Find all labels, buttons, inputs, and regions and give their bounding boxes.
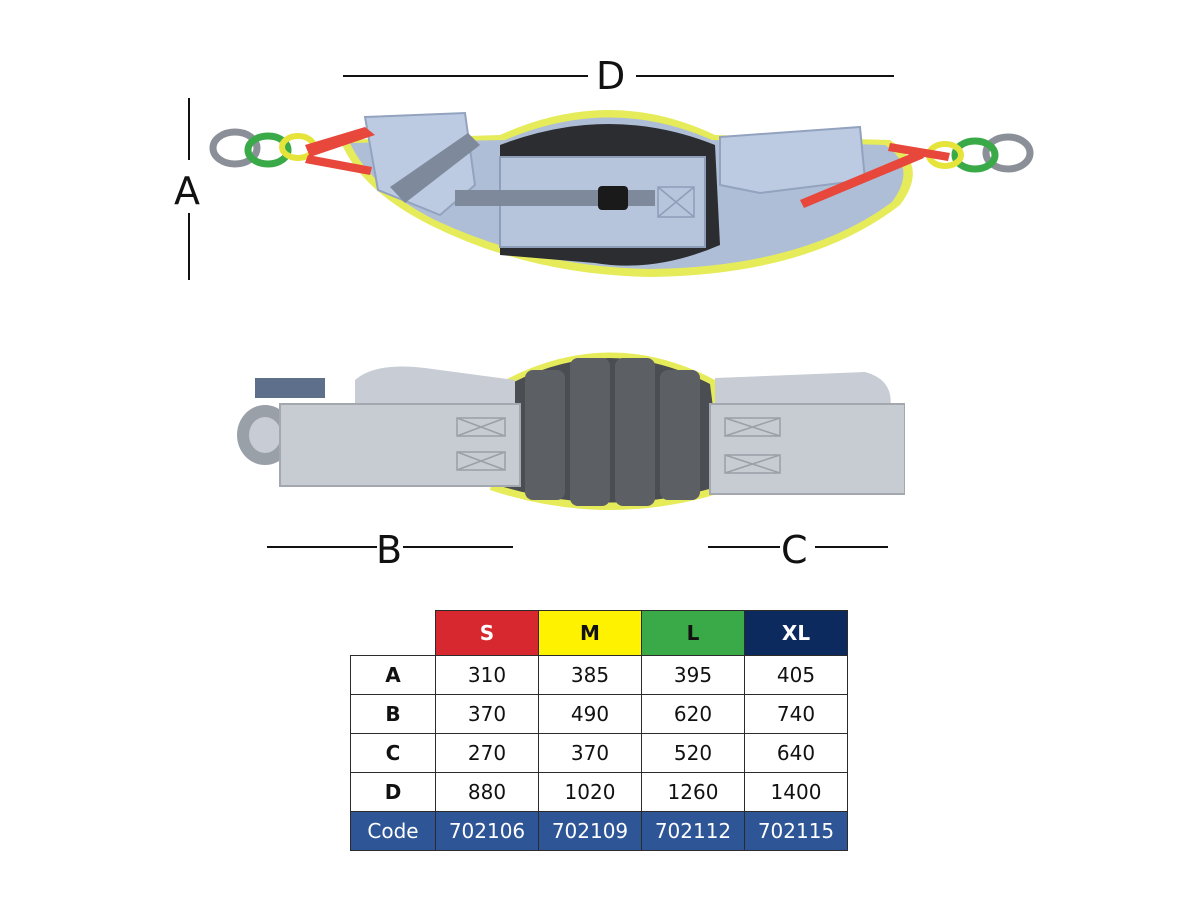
dimension-label-c: C [781, 528, 808, 572]
sling-back-view-image [237, 352, 905, 510]
table-cell: 640 [744, 733, 848, 773]
dimension-label-b: B [376, 528, 403, 572]
dimension-label-a: A [174, 169, 200, 213]
code-row-label: Code [350, 811, 436, 851]
table-row: C 270 370 520 640 [350, 733, 848, 773]
table-cell: 1260 [641, 772, 745, 812]
table-cell: 1020 [538, 772, 642, 812]
dimension-line-c-left [708, 546, 780, 548]
table-row: B 370 490 620 740 [350, 694, 848, 734]
row-label: C [350, 733, 436, 773]
dimension-label-d: D [596, 54, 626, 98]
table-cell: 395 [641, 655, 745, 695]
table-cell: 620 [641, 694, 745, 734]
product-code-cell: 702106 [435, 811, 539, 851]
row-label: B [350, 694, 436, 734]
product-code-cell: 702115 [744, 811, 848, 851]
product-code-cell: 702109 [538, 811, 642, 851]
product-code-cell: 702112 [641, 811, 745, 851]
table-row: D 880 1020 1260 1400 [350, 772, 848, 812]
size-l-header: L [641, 610, 745, 656]
table-cell: 270 [435, 733, 539, 773]
code-row: Code 702106 702109 702112 702115 [350, 811, 848, 851]
dimension-line-b-left [267, 546, 377, 548]
table-cell: 880 [435, 772, 539, 812]
table-cell: 490 [538, 694, 642, 734]
table-cell: 370 [538, 733, 642, 773]
table-cell: 405 [744, 655, 848, 695]
table-cell: 370 [435, 694, 539, 734]
size-xl-header: XL [744, 610, 848, 656]
size-m-header: M [538, 610, 642, 656]
table-cell: 1400 [744, 772, 848, 812]
dimension-line-a-top [188, 98, 190, 160]
table-cell: 740 [744, 694, 848, 734]
dimension-line-b-right [403, 546, 513, 548]
size-header-row: S M L XL [351, 610, 848, 656]
dimension-line-d-left [343, 75, 588, 77]
table-cell: 520 [641, 733, 745, 773]
row-label: A [350, 655, 436, 695]
table-corner [351, 611, 436, 656]
table-cell: 385 [538, 655, 642, 695]
dimension-line-a-bottom [188, 213, 190, 280]
dimension-line-d-right [636, 75, 894, 77]
row-label: D [350, 772, 436, 812]
dimension-line-c-right [815, 546, 888, 548]
sling-front-view-image [209, 110, 1034, 277]
size-s-header: S [435, 610, 539, 656]
size-table: S M L XL A 310 385 395 405 B 370 490 620… [350, 610, 848, 851]
table-row: A 310 385 395 405 [350, 655, 848, 695]
table-cell: 310 [435, 655, 539, 695]
